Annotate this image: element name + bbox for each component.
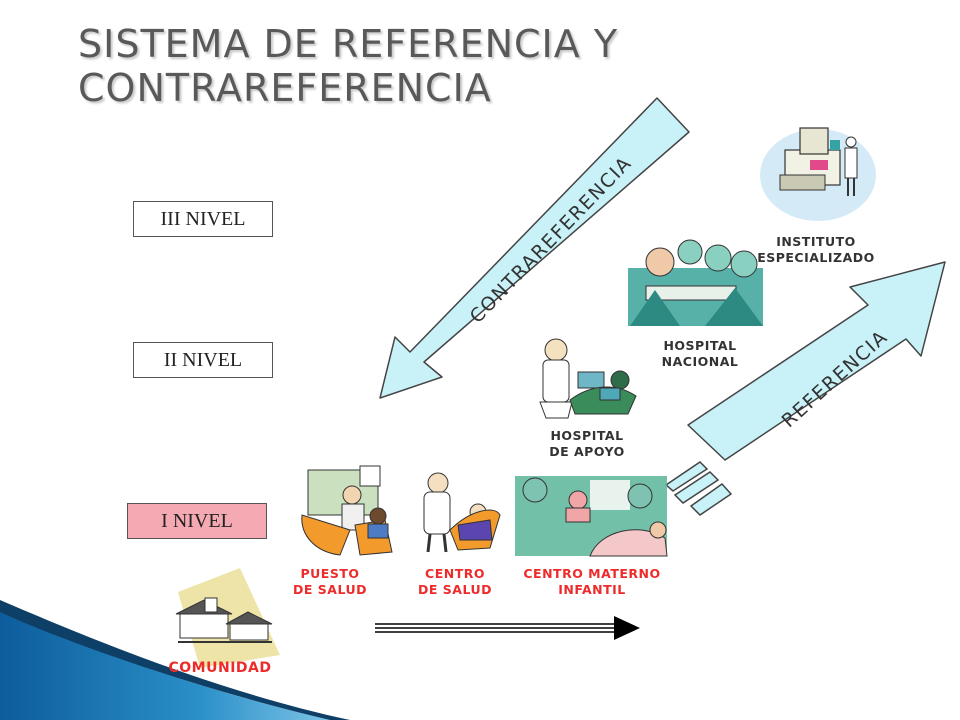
instituto-label: INSTITUTO ESPECIALIZADO (748, 234, 884, 266)
hospital-nacional-label-line-2: NACIONAL (661, 354, 739, 369)
level-3-box: III NIVEL (133, 201, 273, 237)
hospital-apoyo-label-line-2: DE APOYO (549, 444, 625, 459)
hospital-nacional-label: HOSPITAL NACIONAL (640, 338, 760, 370)
referencia-arrow-tail (664, 461, 733, 516)
puesto-salud-label-line-2: DE SALUD (293, 582, 367, 597)
page-title: SISTEMA DE REFERENCIA Y CONTRAREFERENCIA (78, 22, 718, 110)
instituto-label-line-1: INSTITUTO (776, 234, 856, 249)
comunidad-label: COMUNIDAD (168, 660, 272, 676)
hospital-apoyo-label: HOSPITAL DE APOYO (527, 428, 647, 460)
level-2-box: II NIVEL (133, 342, 273, 378)
puesto-salud-label-line-1: PUESTO (300, 566, 360, 581)
centro-materno-label: CENTRO MATERNO INFANTIL (508, 566, 676, 598)
title-line-2: CONTRAREFERENCIA (78, 66, 492, 110)
level-1-label: I NIVEL (161, 509, 233, 532)
contrareferencia-arrow (379, 97, 690, 399)
puesto-salud-label: PUESTO DE SALUD (275, 566, 385, 598)
centro-salud-label-line-1: CENTRO (425, 566, 485, 581)
progression-arrow (375, 616, 640, 640)
level-2-label: II NIVEL (163, 348, 243, 371)
centro-materno-label-line-1: CENTRO MATERNO (523, 566, 661, 581)
hospital-apoyo-label-line-1: HOSPITAL (550, 428, 624, 443)
level-3-label: III NIVEL (160, 207, 246, 230)
instituto-label-line-2: ESPECIALIZADO (757, 250, 875, 265)
centro-salud-label: CENTRO DE SALUD (400, 566, 510, 598)
hospital-nacional-label-line-1: HOSPITAL (663, 338, 737, 353)
title-line-1: SISTEMA DE REFERENCIA Y (78, 22, 619, 66)
centro-salud-label-line-2: DE SALUD (418, 582, 492, 597)
centro-materno-label-line-2: INFANTIL (558, 582, 626, 597)
referencia-arrow (687, 261, 946, 461)
level-1-box: I NIVEL (127, 503, 267, 539)
